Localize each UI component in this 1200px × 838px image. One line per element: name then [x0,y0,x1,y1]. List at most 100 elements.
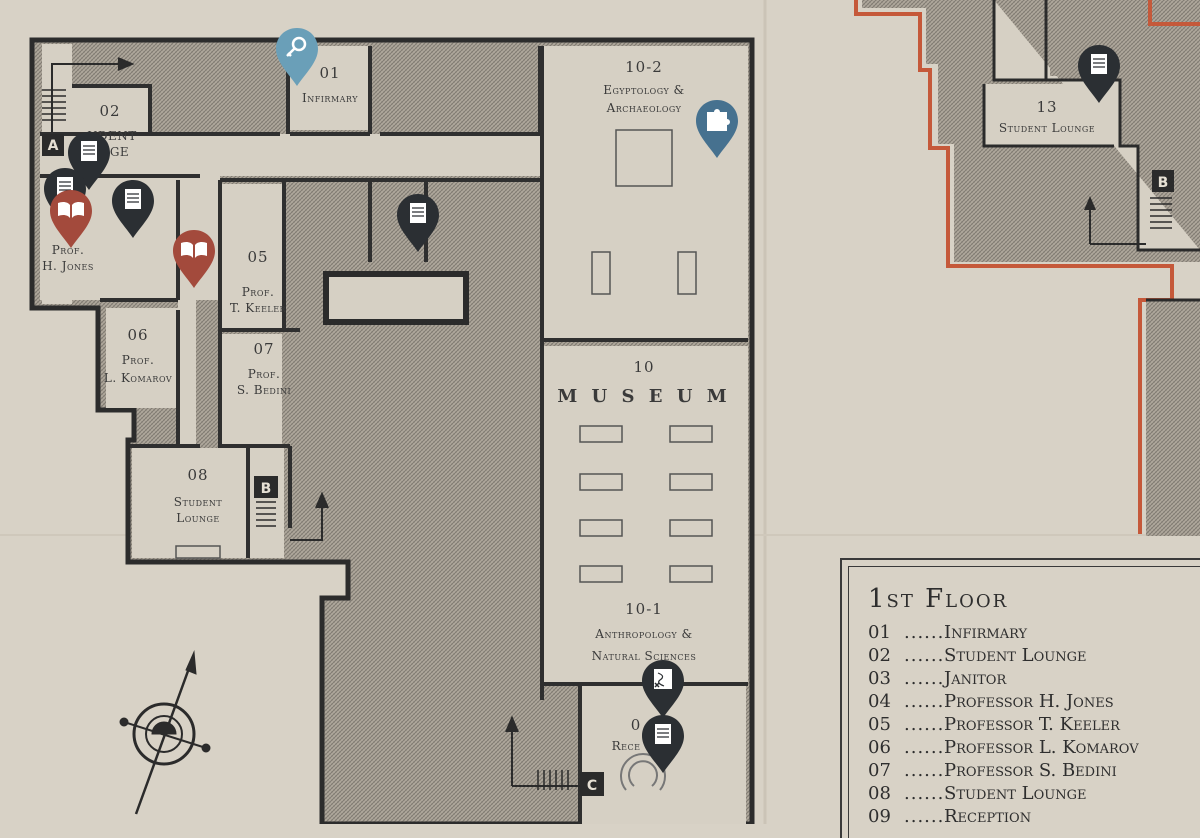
svg-text:B: B [1158,175,1169,191]
note-icon [1091,54,1107,74]
legend-number: 08 [868,783,891,804]
room-10-2-label: 10-2 Egyptology & Archaeology [603,58,684,115]
note-icon [655,724,671,744]
svg-text:C: C [587,778,597,794]
svg-text:T. Keeler: T. Keeler [230,301,287,315]
legend-room-name: Janitor [944,668,1007,689]
room-01-label: 01 Infirmary [302,64,358,105]
legend-number: 01 [868,622,891,643]
floor-legend: 1st Floor 01......Infirmary 02......Stud… [840,558,1200,838]
legend-dots: ...... [904,668,945,689]
reception-desk [620,753,666,791]
legend-row: 08......Student Lounge [868,783,1086,804]
stair-steps [42,89,569,790]
svg-text:Egyptology &: Egyptology & [603,83,684,97]
room-06-label: 06 Prof. L. Komarov [104,326,172,385]
legend-number: 09 [868,806,891,827]
svg-text:10-2: 10-2 [625,58,663,76]
room-09-label: 0 Rece [612,716,642,753]
treasure-map-marker[interactable] [640,658,686,720]
puzzle-marker[interactable] [694,98,740,160]
svg-text:07: 07 [253,340,274,358]
svg-text:13: 13 [1036,98,1057,116]
note-marker[interactable] [1076,43,1122,105]
legend-number: 02 [868,645,891,666]
note-icon [410,203,426,223]
room-08-label: 08 Student Lounge [174,466,223,525]
stair-label-b: B [254,476,278,498]
svg-text:0: 0 [631,716,642,734]
legend-dots: ...... [904,806,945,827]
legend-number: 07 [868,760,891,781]
svg-text:A: A [48,138,59,154]
svg-text:Student: Student [174,495,223,509]
walls [40,46,748,824]
legend-room-name: Professor T. Keeler [944,714,1120,735]
svg-text:08: 08 [187,466,208,484]
svg-text:10: 10 [633,358,654,376]
note-marker[interactable] [110,178,156,240]
svg-text:Student Lounge: Student Lounge [999,121,1095,135]
pin-body [276,28,318,86]
legend-row: 09......Reception [868,806,1031,827]
legend-dots: ...... [904,737,945,758]
compass-rose [119,650,211,815]
legend-row: 04......Professor H. Jones [868,691,1114,712]
stair-label-c: C [580,772,604,796]
svg-text:06: 06 [127,326,148,344]
svg-text:Rece: Rece [612,739,641,753]
legend-row: 06......Professor L. Komarov [868,737,1139,758]
lost-item-marker[interactable] [274,26,320,88]
legend-room-name: Professor H. Jones [944,691,1114,712]
lost-item-icon [286,36,307,57]
legend-number: 06 [868,737,891,758]
svg-text:10-1: 10-1 [625,600,663,618]
shaft-block [323,271,469,325]
book-marker[interactable] [48,188,94,250]
legend-dots: ...... [904,714,945,735]
legend-room-name: Reception [944,806,1032,827]
svg-text:Prof.: Prof. [52,243,85,257]
svg-text:Prof.: Prof. [242,285,275,299]
pin-body [173,230,215,288]
legend-row: 01......Infirmary [868,622,1027,643]
museum-displays [175,129,713,583]
legend-room-name: Professor L. Komarov [944,737,1139,758]
stair-label-a: A [42,134,64,156]
svg-text:Infirmary: Infirmary [302,91,358,105]
svg-text:M U S E U M: M U S E U M [557,386,730,407]
svg-text:05: 05 [247,248,268,266]
legend-room-name: Professor S. Bedini [944,760,1117,781]
svg-text:B: B [261,481,272,497]
legend-number: 04 [868,691,891,712]
book-icon [58,201,84,218]
book-icon [181,241,207,258]
note-icon [81,141,97,161]
legend-room-name: Student Lounge [944,783,1087,804]
legend-frame [848,566,1200,838]
legend-room-name: Infirmary [944,622,1028,643]
svg-text:01: 01 [319,64,340,82]
room-07-label: 07 Prof. S. Bedini [237,340,291,397]
room-10-1-label: 10-1 Anthropology & Natural Sciences [592,600,696,663]
legend-number: 03 [868,668,891,689]
puzzle-icon [707,109,730,131]
svg-text:02: 02 [99,102,120,120]
legend-dots: ...... [904,691,945,712]
svg-text:Lounge: Lounge [176,511,220,525]
legend-row: 07......Professor S. Bedini [868,760,1117,781]
legend-row: 03......Janitor [868,668,1006,689]
note-marker[interactable] [640,713,686,775]
note-marker[interactable] [395,192,441,254]
legend-row: 05......Professor T. Keeler [868,714,1120,735]
legend-number: 05 [868,714,891,735]
book-marker[interactable] [171,228,217,290]
svg-text:L. Komarov: L. Komarov [104,371,172,385]
legend-title: 1st Floor [868,584,1009,614]
svg-text:S. Bedini: S. Bedini [237,383,291,397]
svg-text:Archaeology: Archaeology [606,101,682,115]
room-04-label: Prof. H. Jones [42,243,93,273]
legend-dots: ...... [904,645,945,666]
room-10-label: 10 M U S E U M [557,358,730,407]
